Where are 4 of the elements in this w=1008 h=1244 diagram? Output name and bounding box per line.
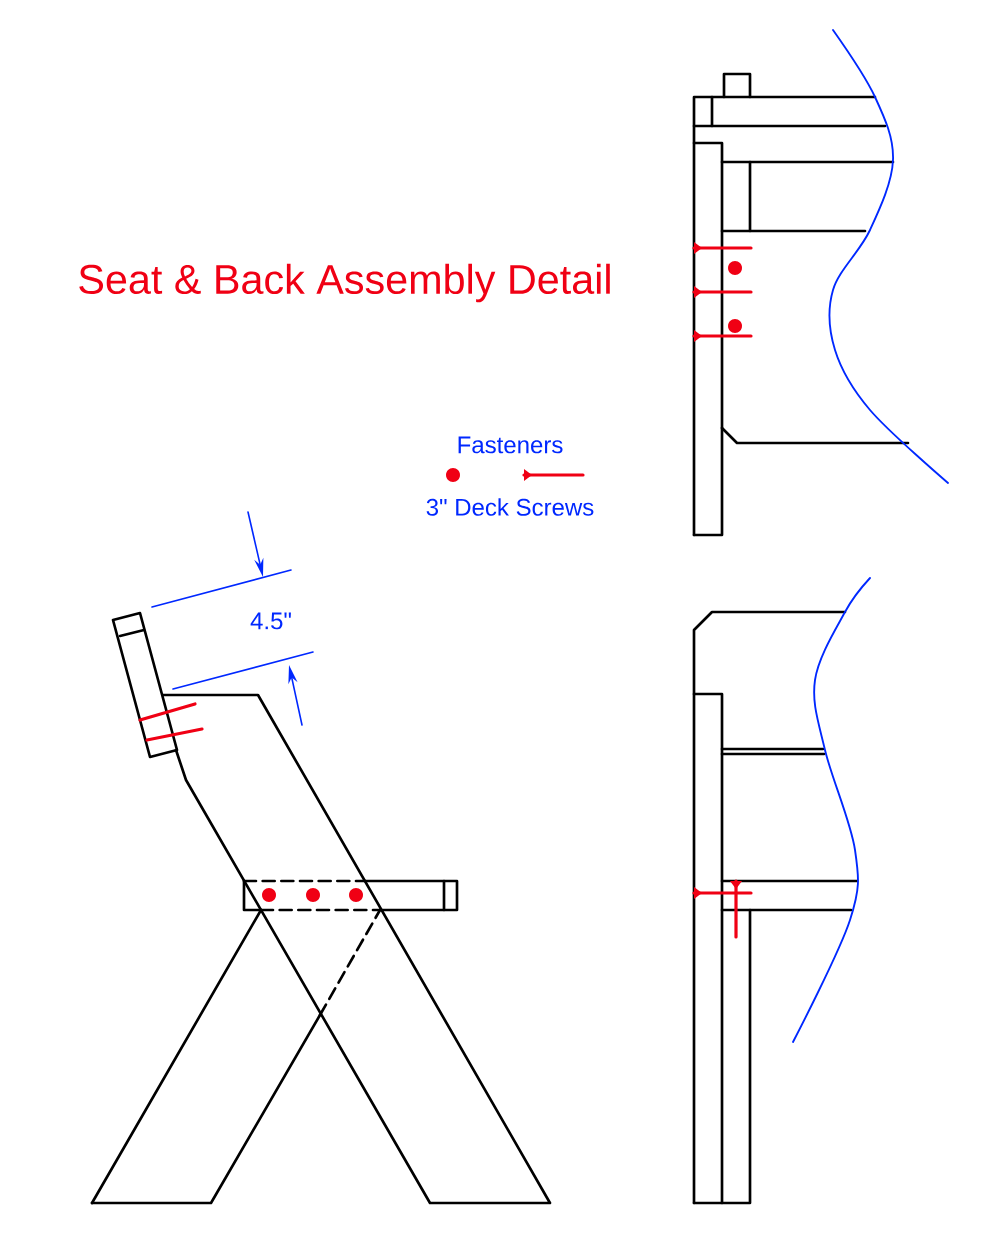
heading-text: Fasteners <box>458 436 563 454</box>
diagram-title: Seat & Back Assembly Detail <box>79 263 610 303</box>
fastener-caption: 3" Deck Screws <box>426 498 594 516</box>
dimension-label: 4.5" <box>250 612 291 630</box>
